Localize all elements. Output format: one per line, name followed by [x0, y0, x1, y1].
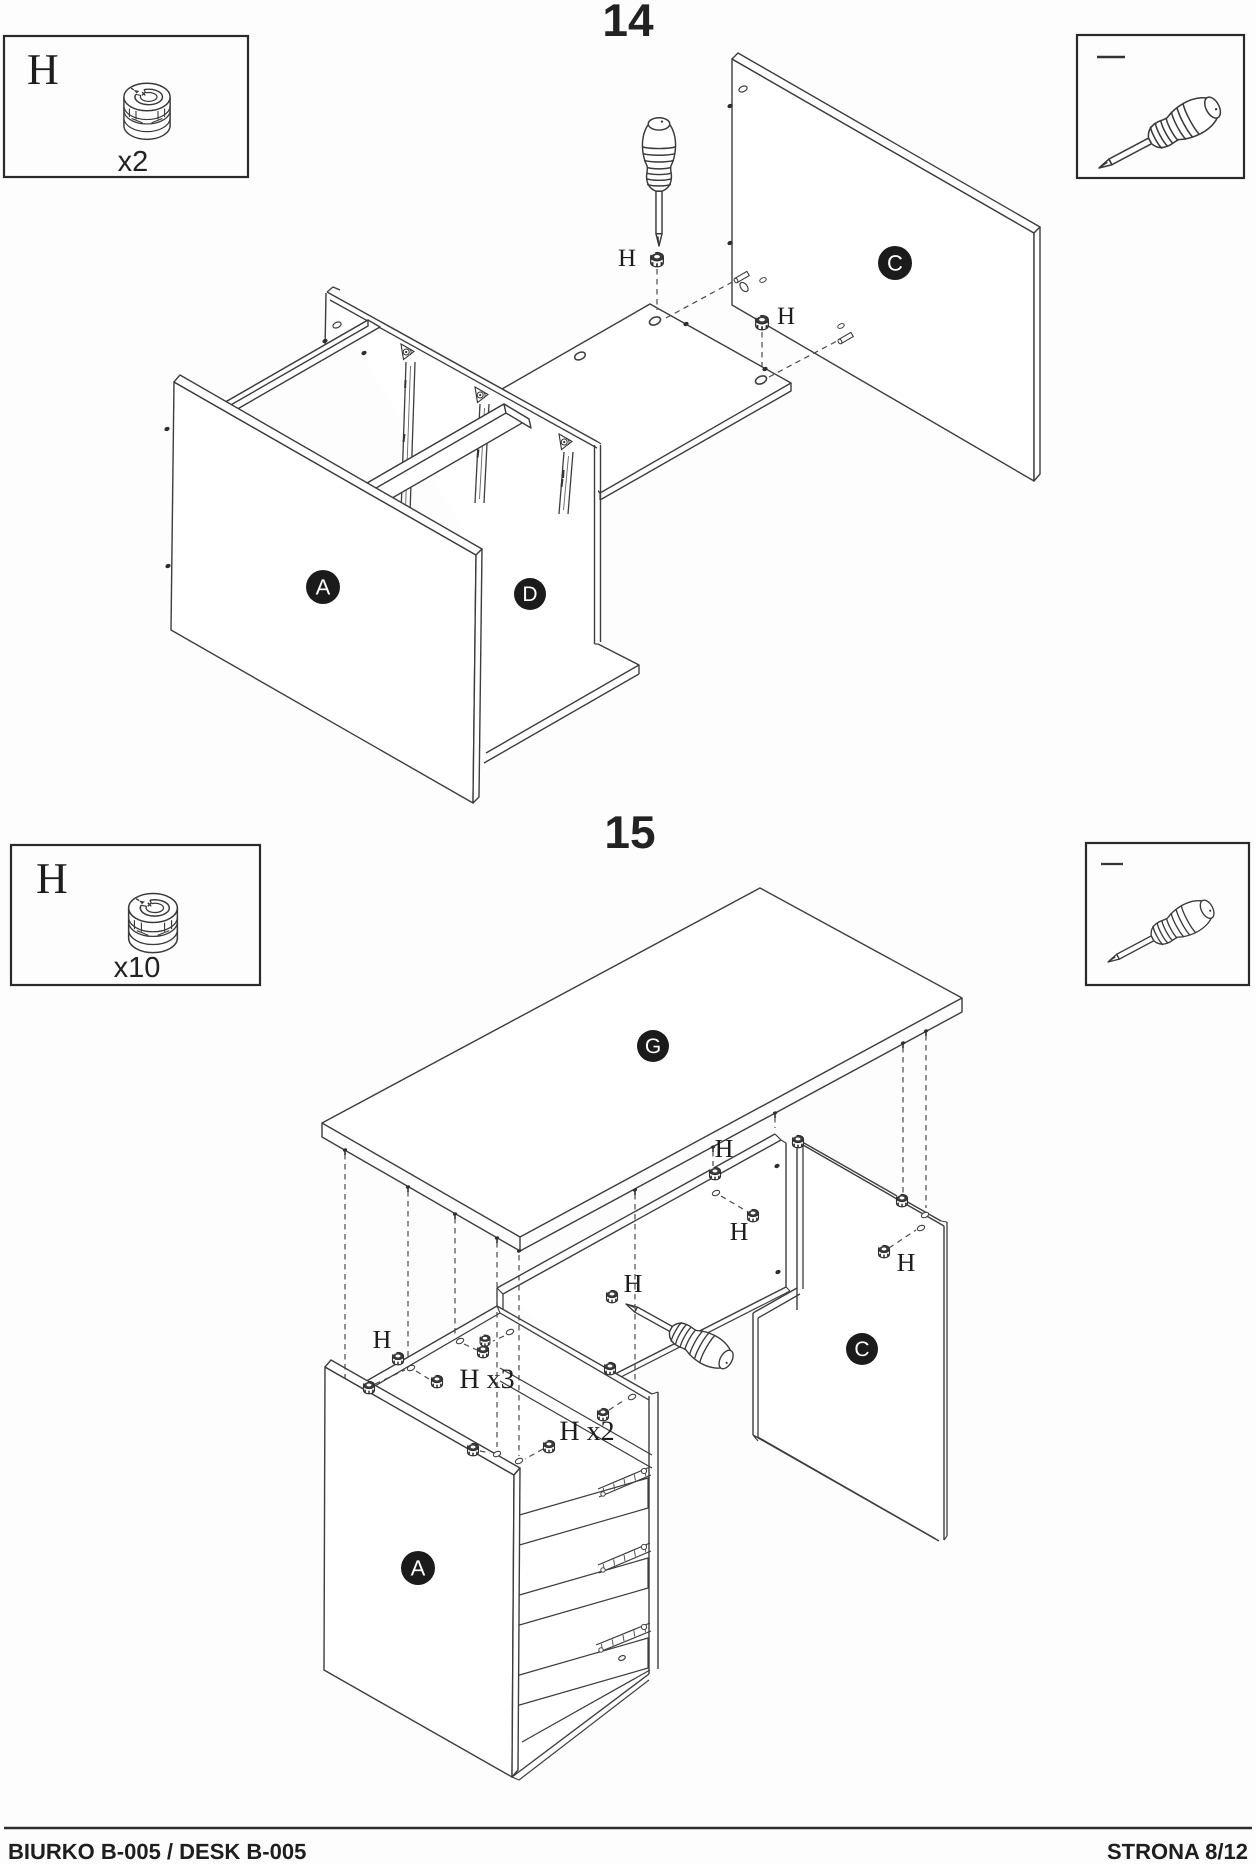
svg-text:H: H: [777, 303, 795, 330]
svg-text:H: H: [618, 245, 636, 272]
svg-text:H x2: H x2: [559, 1416, 614, 1447]
svg-text:15: 15: [604, 806, 655, 858]
svg-text:H: H: [715, 1134, 734, 1163]
svg-text:A: A: [316, 574, 331, 599]
svg-text:D: D: [522, 583, 537, 606]
svg-text:H: H: [373, 1325, 392, 1354]
svg-text:H x3: H x3: [459, 1364, 514, 1395]
svg-text:BIURKO B-005 / DESK B-005: BIURKO B-005 / DESK B-005: [8, 1839, 306, 1864]
svg-text:x10: x10: [114, 952, 161, 984]
svg-text:C: C: [887, 250, 903, 275]
svg-text:H: H: [27, 45, 59, 94]
svg-text:A: A: [411, 1555, 426, 1580]
svg-text:H: H: [624, 1269, 643, 1298]
svg-text:H: H: [730, 1217, 749, 1246]
svg-text:C: C: [854, 1338, 869, 1361]
svg-text:x2: x2: [118, 146, 149, 178]
svg-text:STRONA 8/12: STRONA 8/12: [1107, 1839, 1248, 1864]
svg-text:G: G: [645, 1035, 661, 1058]
svg-text:14: 14: [602, 0, 654, 46]
svg-text:H: H: [897, 1248, 916, 1277]
svg-text:H: H: [36, 854, 68, 903]
